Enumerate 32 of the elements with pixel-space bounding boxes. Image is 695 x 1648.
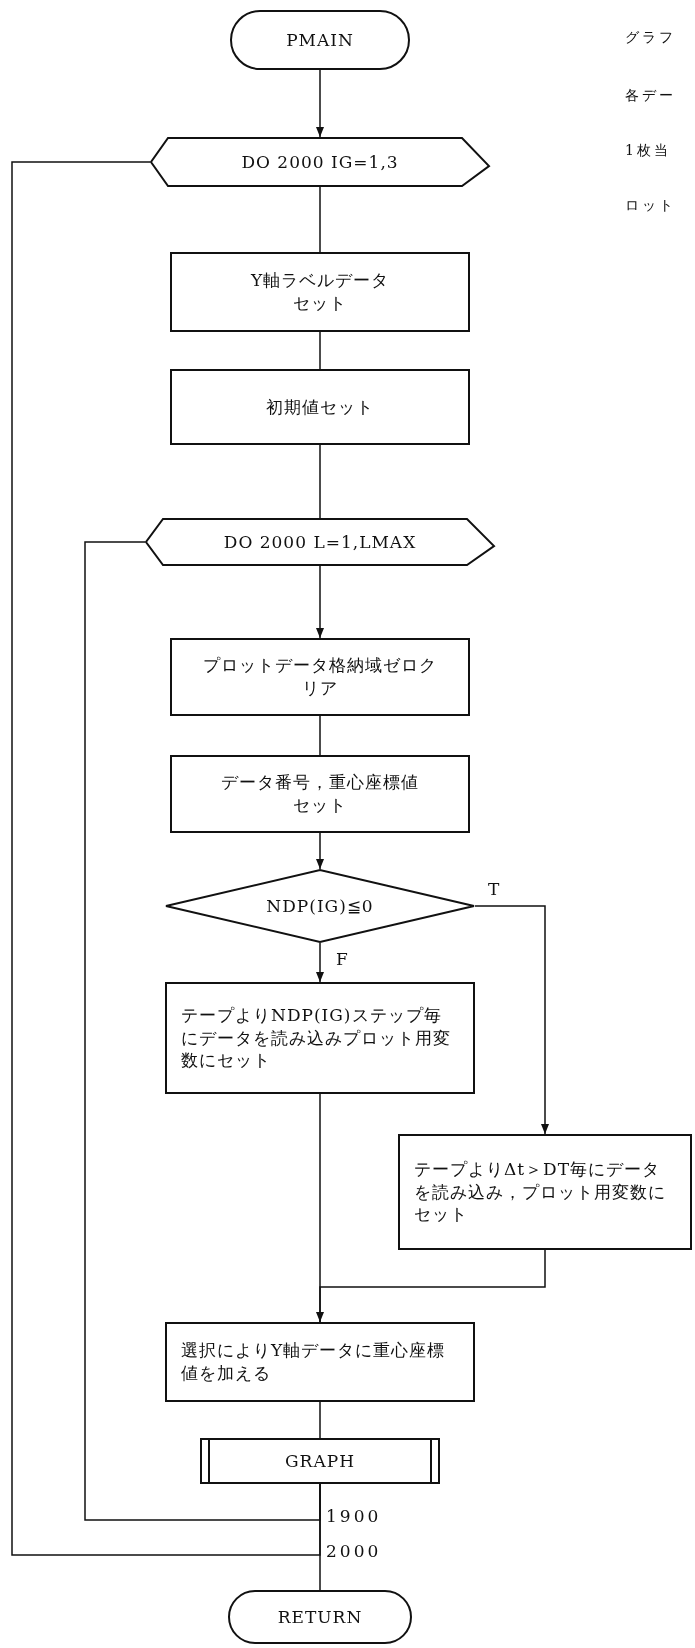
note-text: グラフ xyxy=(625,30,676,46)
arrow xyxy=(315,1249,546,1323)
connector-line xyxy=(319,186,321,253)
process-box: テープよりNDP(IG)ステップ毎にデータを読み込みプロット用変数にセット xyxy=(165,982,475,1094)
process-box: テープよりΔt＞DT毎にデータを読み込み，プロット用変数にセット xyxy=(398,1134,692,1250)
terminal-box: RETURN xyxy=(228,1590,412,1644)
connector-line xyxy=(319,1401,321,1439)
statement-label: 1900 xyxy=(326,1507,382,1526)
arrow xyxy=(315,69,325,138)
process-box: 選択によりY軸データに重心座標値を加える xyxy=(165,1322,475,1402)
connector-line xyxy=(319,715,321,756)
connector-line xyxy=(11,161,321,1556)
arrow xyxy=(315,565,325,639)
loop-hexagon: DO 2000 L=1,LMAX xyxy=(145,518,495,566)
arrow xyxy=(315,832,325,870)
subroutine-box: GRAPH xyxy=(200,1438,440,1484)
terminal-box: PMAIN xyxy=(230,10,410,70)
connector-line xyxy=(319,444,321,519)
arrow xyxy=(474,905,550,1135)
loop-hexagon: DO 2000 IG=1,3 xyxy=(150,137,490,187)
note-text: 1枚当 xyxy=(625,143,671,159)
process-box: プロットデータ格納域ゼロクリア xyxy=(170,638,470,716)
arrow xyxy=(315,942,325,983)
note-text: ロット xyxy=(625,198,676,214)
statement-label: 2000 xyxy=(326,1542,382,1561)
process-box: Y軸ラベルデータセット xyxy=(170,252,470,332)
note-text: 各デー xyxy=(625,88,676,104)
process-box: データ番号，重心座標値セット xyxy=(170,755,470,833)
connector-line xyxy=(84,541,321,1521)
decision-diamond: NDP(IG)≦0 xyxy=(165,869,475,943)
connector-line xyxy=(319,331,321,370)
process-box: 初期値セット xyxy=(170,369,470,445)
